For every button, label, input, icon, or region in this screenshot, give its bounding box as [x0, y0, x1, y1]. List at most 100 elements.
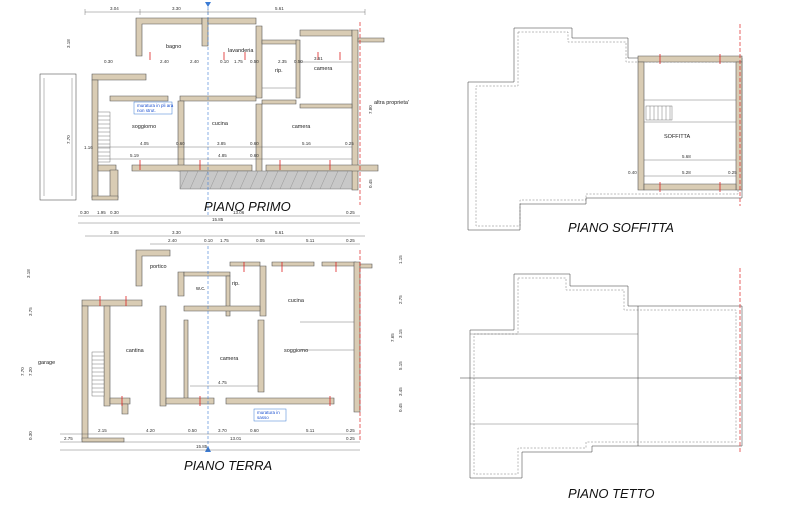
dim-first-top-a: 3.04	[110, 6, 119, 11]
dim-first-r1-a: 0.30	[104, 59, 113, 64]
dim-first-bot-b: 1.95	[97, 210, 106, 215]
dim-ground-right-g: 0.45	[398, 403, 403, 412]
room-cucina: cucina	[288, 298, 305, 304]
dim-attic-d: 0.25	[728, 170, 737, 175]
dim-first-r1-d: 0.10	[220, 59, 229, 64]
dim-first-bot-c: 0.30	[110, 210, 119, 215]
dim-ground-total-a: 13.01	[230, 436, 242, 441]
dim-first-left-a: 3.18	[66, 39, 71, 48]
dim-first-mid-e: 5.16	[302, 141, 311, 146]
title-piano-primo: PIANO PRIMO	[204, 199, 291, 214]
room-soggiorno: soggiorno	[132, 124, 156, 130]
ground-floor-note-box	[253, 408, 287, 422]
ground-floor-plan: 3.05 3.30 5.61 2.40 0.10 1.75 0.05 5.11 …	[20, 230, 403, 473]
title-piano-tetto: PIANO TETTO	[568, 486, 654, 501]
dim-first-r1-g: 2.35	[278, 59, 287, 64]
dim-ground-mid-a: 4.75	[218, 380, 227, 385]
dim-first-mid-a: 4.05	[140, 141, 149, 146]
room-lavanderia: lavanderia	[228, 48, 254, 54]
dim-ground-r1-e: 5.11	[306, 238, 315, 243]
room-rip: rip.	[232, 281, 240, 287]
dim-ground-bot-d: 3.70	[218, 428, 227, 433]
roof-plan: PIANO TETTO	[460, 268, 743, 501]
ground-floor-note-line2: sasso	[257, 415, 269, 420]
dim-ground-top-a: 3.05	[110, 230, 119, 235]
dim-first-r1-b: 2.40	[160, 59, 169, 64]
dim-attic-a: 5.68	[682, 154, 691, 159]
dim-ground-left-a: 3.18	[26, 269, 31, 278]
dim-first-bot-e: 0.25	[346, 210, 355, 215]
dim-first-r1-h: 0.50	[294, 59, 303, 64]
room-wc: w.c.	[195, 286, 206, 292]
dim-attic-b: 5.28	[682, 170, 691, 175]
dim-ground-bot-a: 2.15	[98, 428, 107, 433]
dim-first-mid2-c: 0.60	[250, 153, 259, 158]
dim-ground-bot-e: 0.60	[250, 428, 259, 433]
dim-ground-right-b: 2.75	[398, 295, 403, 304]
dim-ground-right-e: 3.45	[398, 387, 403, 396]
room-camera: camera	[292, 124, 311, 130]
title-piano-soffitta: PIANO SOFFITTA	[568, 220, 674, 235]
dim-ground-total-b: 0.25	[346, 436, 355, 441]
dim-first-mid2-a: 5.19	[130, 153, 139, 158]
dim-ground-r1-c: 1.75	[220, 238, 229, 243]
ground-floor-staircase	[91, 351, 105, 397]
room-camera: camera	[220, 356, 239, 362]
dim-first-right-b: 0.45	[368, 179, 373, 188]
first-floor-note-box	[133, 101, 173, 115]
room-soggiorno: soggiorno	[284, 348, 308, 354]
dim-ground-bot-g: 0.25	[346, 428, 355, 433]
room-cucina: cucina	[212, 121, 229, 127]
attic-plan: SOFFITTA 5.68 5.28 0.40 0.25 PIANO SOFFI…	[467, 24, 743, 235]
ground-floor-note-line1: muratura in	[257, 410, 280, 415]
dim-ground-right-f: 7.65	[390, 333, 395, 342]
dim-ground-bot-c: 0.50	[188, 428, 197, 433]
dim-ground-bot-f: 5.11	[306, 428, 315, 433]
dim-first-r1-c: 2.40	[190, 59, 199, 64]
dim-first-mid-f: 0.25	[345, 141, 354, 146]
dim-first-bot-a: 0.30	[80, 210, 89, 215]
attic-staircase	[645, 105, 673, 121]
ground-floor-windows	[99, 262, 337, 406]
room-cantina: cantina	[126, 348, 145, 354]
dim-first-left-c: 1.16	[84, 145, 93, 150]
dim-ground-top-b: 3.30	[172, 230, 181, 235]
dim-ground-left-c: 7.20	[28, 367, 33, 376]
room-garage: garage	[38, 360, 55, 366]
dim-first-right-a: 7.80	[368, 105, 373, 114]
dim-ground-left-d: 3.75	[28, 307, 33, 316]
dim-ground-r1-d: 0.05	[256, 238, 265, 243]
dim-ground-r1-a: 2.40	[168, 238, 177, 243]
dim-first-mid-c: 3.85	[217, 141, 226, 146]
room-camera-small: camera	[314, 66, 333, 72]
dim-first-top-b: 3.30	[172, 6, 181, 11]
room-soffitta: SOFFITTA	[664, 134, 691, 140]
dim-first-bot-d: 13.06	[233, 210, 245, 215]
first-floor-windows	[139, 52, 341, 170]
first-floor-staircase	[97, 111, 111, 163]
dim-first-top-c: 5.61	[275, 6, 284, 11]
dim-attic-c: 0.40	[628, 170, 637, 175]
room-altra-proprieta: altra proprieta'	[374, 100, 409, 106]
dim-first-r1-e: 1.75	[234, 59, 243, 64]
room-bagno: bagno	[166, 44, 181, 50]
dim-ground-right-a: 1.15	[398, 255, 403, 264]
dim-ground-left-e: 0.30	[28, 431, 33, 440]
first-floor-note-line1: muratura in pli ara	[137, 103, 174, 108]
dim-ground-total: 15.85	[196, 444, 208, 449]
dim-ground-right-d: 5.15	[398, 361, 403, 370]
dim-first-mid2-b: 4.85	[218, 153, 227, 158]
dim-ground-right-c: 3.15	[398, 329, 403, 338]
dim-ground-left-f: 2.75	[64, 436, 73, 441]
room-rip: rip.	[275, 68, 283, 74]
dim-first-mid-d: 0.60	[250, 141, 259, 146]
room-portico: portico	[150, 264, 167, 270]
dim-ground-r1-b: 0.10	[204, 238, 213, 243]
dim-first-left-b: 7.70	[66, 135, 71, 144]
dim-ground-top-c: 5.61	[275, 230, 284, 235]
dim-ground-left-b: 7.70	[20, 367, 25, 376]
first-floor-note-line2: non strut.	[137, 108, 156, 113]
first-floor-plan: 3.04 3.30 5.61	[39, 2, 409, 224]
title-piano-terra: PIANO TERRA	[184, 458, 272, 473]
